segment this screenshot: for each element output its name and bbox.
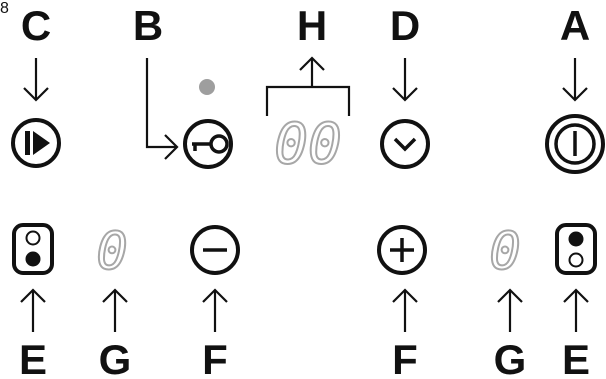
start-pause-icon	[25, 131, 50, 155]
pointer-g-left	[102, 288, 128, 332]
lock-indicator-dot	[199, 79, 215, 95]
label-a: A	[560, 2, 590, 49]
plus-icon	[390, 238, 414, 262]
pointer-e-left	[20, 288, 46, 332]
key-lock-button[interactable]	[183, 119, 233, 169]
timer-clock-icon	[393, 137, 417, 152]
minus-button[interactable]	[190, 225, 240, 275]
corner-mark: 8	[0, 0, 9, 17]
bracket-h	[265, 56, 351, 116]
zone-select-right-button[interactable]	[555, 223, 597, 275]
timer-button[interactable]	[380, 119, 430, 169]
label-g-left: G	[99, 336, 132, 379]
label-b: B	[133, 2, 163, 49]
pointer-f-left	[202, 288, 228, 332]
zone-select-left-icon	[25, 230, 41, 267]
pointer-c	[23, 58, 49, 102]
start-pause-button[interactable]	[11, 118, 61, 168]
zone-select-right-icon	[568, 231, 584, 268]
power-button[interactable]	[545, 114, 605, 174]
plus-button[interactable]	[377, 225, 427, 275]
pointer-b	[145, 58, 179, 160]
pointer-e-right	[563, 288, 589, 332]
label-f-right: F	[392, 336, 418, 379]
pointer-f-right	[392, 288, 418, 332]
pointer-a	[562, 58, 588, 102]
timer-display: 00	[274, 112, 341, 177]
label-f-left: F	[202, 336, 228, 379]
label-e-left: E	[19, 336, 47, 379]
label-d: D	[390, 2, 420, 49]
zone-select-left-button[interactable]	[12, 223, 54, 275]
label-c: C	[21, 2, 51, 49]
label-h: H	[297, 2, 327, 49]
left-zone-display: 0	[96, 222, 127, 282]
right-zone-display: 0	[489, 222, 520, 282]
key-lock-icon	[192, 134, 229, 154]
pointer-g-right	[497, 288, 523, 332]
pointer-d	[392, 58, 418, 102]
label-e-right: E	[562, 336, 590, 379]
label-g-right: G	[494, 336, 527, 379]
